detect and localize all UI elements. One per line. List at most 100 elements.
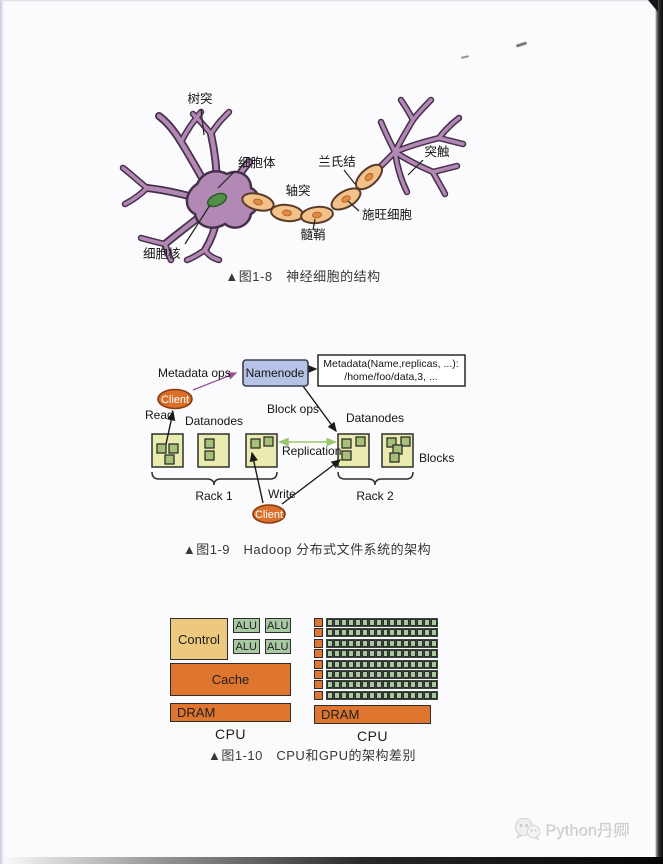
metadata-ops-arrow (192, 372, 238, 391)
gpu-alu-cell (340, 650, 347, 658)
gpu-grid (314, 618, 438, 700)
cpu-chip-label: CPU (214, 726, 247, 742)
datanode-box (337, 433, 370, 468)
gpu-alu-cell (340, 681, 347, 689)
gpu-alu-cell (424, 639, 431, 647)
block-square (204, 438, 215, 449)
gpu-alu-cell (389, 681, 396, 689)
gpu-row-register-cell (314, 638, 323, 648)
block-square (250, 438, 261, 449)
gpu-alu-cell (431, 650, 437, 658)
block-square (400, 436, 411, 447)
gpu-alu-cell (340, 660, 347, 668)
gpu-row-register-cell (314, 628, 323, 638)
gpu-alu-cell (403, 681, 410, 689)
gpu-alu-cell (389, 629, 396, 637)
gpu-alu-cell (333, 670, 340, 678)
gpu-alu-cell (424, 629, 431, 637)
client-bottom-label: Client (255, 509, 283, 521)
gpu-alu-cell (333, 629, 340, 637)
gpu-alu-cell (347, 639, 354, 647)
gpu-row-alu-strip (326, 638, 438, 648)
gpu-alu-cell (368, 660, 375, 668)
page-edge-left (0, 0, 4, 864)
gpu-alu-cell (333, 639, 340, 647)
metadata-line-2: /home/foo/data,3, ... (344, 371, 437, 383)
gpu-alu-cell (368, 639, 375, 647)
block-square (386, 437, 397, 448)
block-square (263, 436, 274, 447)
page-corner-top-right (648, 0, 658, 12)
gpu-row (314, 669, 438, 679)
gpu-alu-cell (368, 691, 375, 699)
gpu-alu-cell (431, 691, 437, 699)
gpu-alu-cell (417, 681, 424, 689)
gpu-alu-cell (347, 691, 354, 699)
gpu-row (314, 690, 438, 700)
gpu-alu-cell (375, 660, 382, 668)
gpu-alu-cell (333, 691, 340, 699)
label-node-of-ranvier: 兰氏结 (318, 155, 356, 169)
gpu-alu-cell (396, 639, 403, 647)
alu-unit: ALU (264, 618, 291, 633)
gpu-row-alu-strip (326, 690, 438, 700)
gpu-alu-cell (354, 650, 361, 658)
gpu-alu-cell (327, 639, 333, 647)
gpu-alu-cell (382, 691, 389, 699)
label-dendrite: 树突 (187, 91, 212, 106)
gpu-alu-cell (382, 660, 389, 668)
gpu-alu-cell (410, 639, 417, 647)
gpu-alu-cell (424, 660, 431, 668)
gpu-alu-cell (327, 691, 333, 699)
gpu-alu-cell (340, 619, 347, 626)
scan-speck (460, 55, 470, 59)
namenode-label: Namenode (246, 366, 305, 380)
scan-speck (515, 41, 528, 48)
hdfs-architecture-diagram: Namenode Metadata(Name,replicas, ...): /… (145, 354, 466, 524)
gpu-alu-cell (403, 639, 410, 647)
watermark: Python丹卿 (514, 817, 630, 841)
gpu-alu-cell (368, 670, 375, 678)
gpu-row-register-cell (314, 649, 323, 659)
leader-lines (184, 108, 424, 245)
gpu-alu-cell (382, 619, 389, 626)
gpu-row (314, 618, 438, 627)
label-axon: 轴突 (285, 183, 310, 198)
gpu-alu-cell (327, 681, 333, 689)
gpu-alu-cell (417, 691, 424, 699)
cache-unit: Cache (170, 663, 291, 696)
gpu-alu-cell (396, 650, 403, 658)
read-arrow (165, 410, 176, 445)
gpu-alu-cell (340, 691, 347, 699)
datanode-box (151, 433, 184, 468)
gpu-alu-cell (417, 619, 424, 626)
gpu-alu-cell (403, 691, 410, 699)
gpu-alu-cell (424, 691, 431, 699)
gpu-alu-cell (396, 681, 403, 689)
gpu-alu-cell (410, 681, 417, 689)
gpu-alu-cell (375, 670, 382, 678)
rack2-label: Rack 2 (356, 489, 394, 503)
gpu-alu-cell (354, 670, 361, 678)
gpu-alu-cell (361, 681, 368, 689)
gpu-row-alu-strip (326, 680, 438, 690)
diagram-arrows (165, 364, 342, 505)
gpu-alu-cell (410, 691, 417, 699)
gpu-alu-cell (403, 660, 410, 668)
block-square (341, 450, 352, 461)
gpu-alu-cell (375, 691, 382, 699)
gpu-alu-cell (361, 660, 368, 668)
gpu-alu-cell (354, 681, 361, 689)
gpu-row-register-cell (314, 659, 323, 669)
gpu-alu-cell (368, 629, 375, 637)
gpu-row-alu-strip (326, 659, 438, 669)
neuron-diagram: 树突 细胞体 轴突 兰氏结 突触 施旺细胞 髓鞘 细胞核 (119, 91, 467, 264)
gpu-alu-cell (354, 639, 361, 647)
gpu-alu-cell (396, 660, 403, 668)
gpu-alu-cell (431, 681, 437, 689)
gpu-alu-cell (368, 619, 375, 626)
gpu-alu-cell (410, 650, 417, 658)
gpu-alu-cell (389, 670, 396, 678)
gpu-alu-cell (327, 660, 333, 668)
metadata-line-1: Metadata(Name,replicas, ...): (323, 358, 458, 370)
